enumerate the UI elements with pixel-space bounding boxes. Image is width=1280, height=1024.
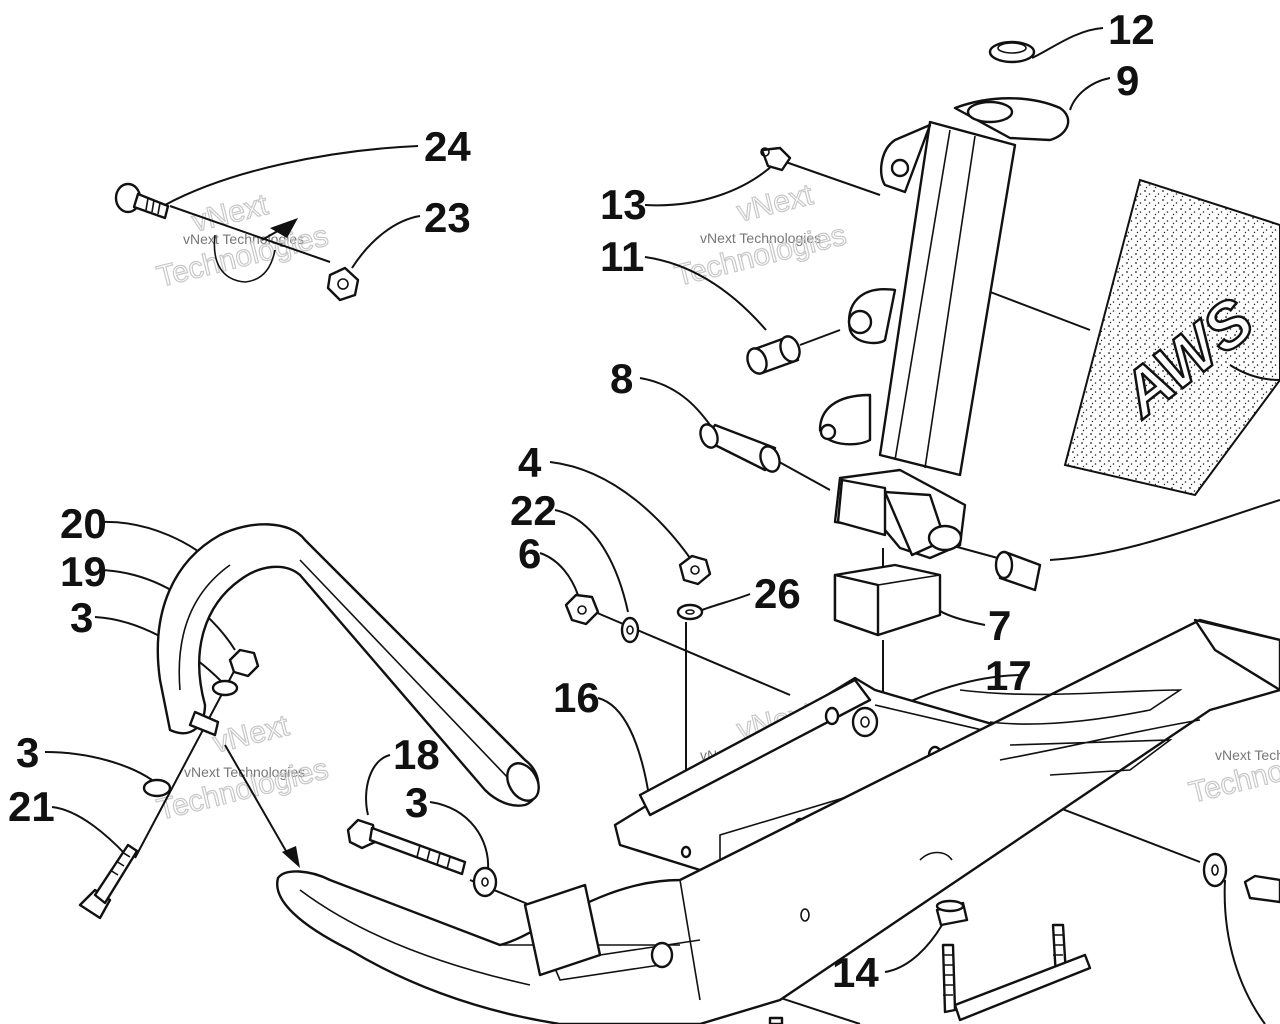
part-mount-bracket — [213, 234, 276, 283]
callout-12: 12 — [1108, 6, 1155, 53]
part-18-bolt — [346, 818, 467, 876]
callout-19: 19 — [60, 548, 107, 595]
watermark-brand-3: vNext Technologies — [184, 764, 305, 780]
part-right-washer — [1202, 852, 1228, 888]
part-14-wear-rod — [935, 899, 1092, 1022]
watermark-big-6: vNext — [210, 709, 293, 760]
callout-26: 26 — [754, 570, 801, 617]
part-19-nut — [228, 648, 260, 678]
callout-18: 18 — [393, 731, 440, 778]
part-11-bushing — [746, 335, 801, 375]
part-3-washer-upper — [211, 679, 239, 697]
part-12-cap — [988, 40, 1036, 64]
callout-20: 20 — [60, 500, 107, 547]
part-3-washer-center — [472, 866, 498, 898]
callout-3-upper: 3 — [70, 594, 93, 641]
part-7-damper-block — [833, 563, 942, 637]
watermark-brand-6: vNext Technologies — [1215, 747, 1280, 763]
part-24-bolt — [114, 182, 170, 220]
part-21-bolt — [78, 843, 139, 920]
part-9-spindle-housing — [818, 97, 1070, 560]
part-3-washer-lower-left — [142, 778, 172, 798]
aws-decal: AWS — [1063, 178, 1280, 497]
callout-17: 17 — [985, 652, 1032, 699]
callout-23: 23 — [424, 194, 471, 241]
watermark-brand-2: vNext Technologies — [700, 230, 821, 246]
leader-lines — [44, 27, 1280, 1024]
callout-3-center: 3 — [405, 779, 428, 826]
part-22-washer — [620, 616, 640, 644]
part-right-bolt — [1243, 874, 1280, 904]
callout-21: 21 — [8, 783, 55, 830]
callout-6: 6 — [518, 530, 541, 577]
callout-8: 8 — [610, 355, 633, 402]
part-8-bushing — [699, 423, 781, 473]
part-ski — [276, 618, 1280, 1024]
part-26-washer — [676, 603, 704, 621]
watermark-big-4: vNext — [734, 178, 817, 229]
part-4-nut — [678, 554, 712, 586]
callout-24: 24 — [424, 123, 471, 170]
callout-16: 16 — [553, 674, 600, 721]
callout-labels: 12 9 24 23 13 11 8 4 22 6 26 7 20 19 3 1… — [8, 6, 1155, 996]
part-20-ski-loop — [156, 523, 540, 807]
callout-7: 7 — [988, 602, 1011, 649]
callout-4: 4 — [518, 439, 542, 486]
callout-11: 11 — [600, 233, 644, 280]
callout-22: 22 — [510, 487, 557, 534]
callout-9: 9 — [1116, 57, 1139, 104]
callout-14: 14 — [832, 949, 879, 996]
callout-3-lower-left: 3 — [16, 729, 39, 776]
part-bushing-right — [994, 550, 1042, 592]
callout-13: 13 — [600, 181, 647, 228]
part-bottom-bolt — [768, 1016, 784, 1024]
part-6-nut — [564, 593, 600, 626]
part-13-grease-fitting — [760, 146, 792, 172]
part-17-washer — [851, 706, 879, 738]
part-23-nut — [326, 266, 360, 302]
